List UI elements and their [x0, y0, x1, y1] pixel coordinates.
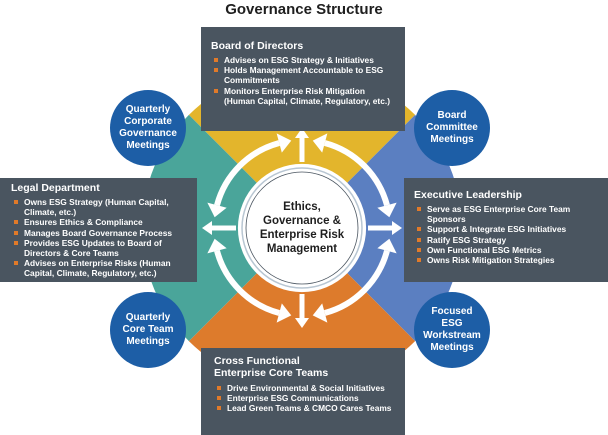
box-list: Advises on ESG Strategy & Initiatives Ho…: [211, 55, 397, 106]
junction-arrow-head: [276, 303, 292, 323]
box-title: Board of Directors: [211, 40, 304, 52]
core-teams-box: Cross Functional Enterprise Core Teams D…: [201, 348, 405, 435]
junction-arrow-head: [207, 238, 227, 254]
center-circle: [241, 167, 363, 289]
box-list: Drive Environmental & Social Initiatives…: [214, 383, 399, 414]
box-list-item: Own Functional ESG Metrics: [414, 245, 602, 255]
diagram-title: Governance Structure: [225, 1, 383, 18]
box-list-item: Monitors Enterprise Risk Mitigation (Hum…: [211, 86, 397, 106]
radial-arrow-head: [392, 221, 402, 235]
bubble-label: Quarterly Core Team Meetings: [122, 312, 174, 347]
center-label-line: Ethics,: [283, 201, 321, 213]
junction-arrow-head: [207, 202, 227, 218]
box-list-item: Owns ESG Strategy (Human Capital, Climat…: [11, 197, 191, 217]
center-label: Ethics, Governance & Enterprise Risk Man…: [240, 192, 364, 264]
box-title-line: Cross Functional: [214, 355, 300, 367]
legal-department-box: Legal Department Owns ESG Strategy (Huma…: [0, 178, 197, 282]
junction-arrow-head: [377, 202, 397, 218]
board-of-directors-box: Board of Directors Advises on ESG Strate…: [201, 27, 405, 131]
box-title: Executive Leadership: [414, 189, 522, 201]
quarterly-core-team-meetings-bubble: Quarterly Core Team Meetings: [110, 292, 186, 368]
junction-arrow-arc: [214, 140, 281, 207]
box-list-item: Advises on ESG Strategy & Initiatives: [211, 55, 397, 65]
box-list-item: Lead Green Teams & CMCO Cares Teams: [214, 403, 399, 413]
center-label-line: Management: [266, 243, 338, 255]
radial-arrow-head: [202, 221, 212, 235]
junction-arrow-arc: [323, 140, 390, 207]
box-list: Owns ESG Strategy (Human Capital, Climat…: [11, 197, 191, 279]
junction-arrow-head: [276, 133, 292, 153]
box-title-line: Enterprise Core Teams: [214, 367, 329, 379]
junction-arrow-head: [312, 303, 328, 323]
radial-arrow-head: [295, 318, 309, 328]
board-committee-meetings-bubble: Board Committee Meetings: [414, 90, 490, 166]
box-list-item: Ratify ESG Strategy: [414, 235, 602, 245]
box-list-item: Holds Management Accountable to ESG Comm…: [211, 65, 397, 85]
box-list-item: Manages Board Governance Process: [11, 228, 191, 238]
junction-arrow-head: [312, 133, 328, 153]
quarterly-governance-meetings-bubble: Quarterly Corporate Governance Meetings: [110, 90, 186, 166]
bubble-label: Focused ESG Workstream Meetings: [423, 306, 481, 353]
box-list-item: Owns Risk Mitigation Strategies: [414, 255, 602, 265]
box-list-item: Drive Environmental & Social Initiatives: [214, 383, 399, 393]
box-title: Cross Functional Enterprise Core Teams: [214, 355, 399, 379]
focused-esg-workstream-meetings-bubble: Focused ESG Workstream Meetings: [414, 292, 490, 368]
box-list-item: Enterprise ESG Communications: [214, 393, 399, 403]
junction-arrow-arc: [323, 249, 390, 316]
box-list-item: Serve as ESG Enterprise Core Team Sponso…: [414, 204, 602, 224]
junction-arrow-arc: [214, 249, 281, 316]
box-list-item: Advises on Enterprise Risks (Human Capit…: [11, 258, 191, 278]
executive-leadership-box: Executive Leadership Serve as ESG Enterp…: [404, 178, 608, 282]
ring-segment-left: [142, 114, 257, 342]
center-circle-inner-ring: [245, 171, 359, 285]
junction-arrow-head: [377, 238, 397, 254]
box-list-item: Ensures Ethics & Compliance: [11, 217, 191, 227]
radial-arrow-head: [295, 128, 309, 138]
box-list-item: Provides ESG Updates to Board of Directo…: [11, 238, 191, 258]
box-title: Legal Department: [11, 182, 100, 194]
bubble-label: Quarterly Corporate Governance Meetings: [119, 104, 177, 151]
box-list-item: Support & Integrate ESG Initiatives: [414, 224, 602, 234]
box-list: Serve as ESG Enterprise Core Team Sponso…: [414, 204, 602, 265]
center-label-line: Enterprise Risk: [259, 229, 345, 241]
bubble-label: Board Committee Meetings: [426, 110, 478, 145]
center-label-line: Governance &: [263, 215, 341, 227]
